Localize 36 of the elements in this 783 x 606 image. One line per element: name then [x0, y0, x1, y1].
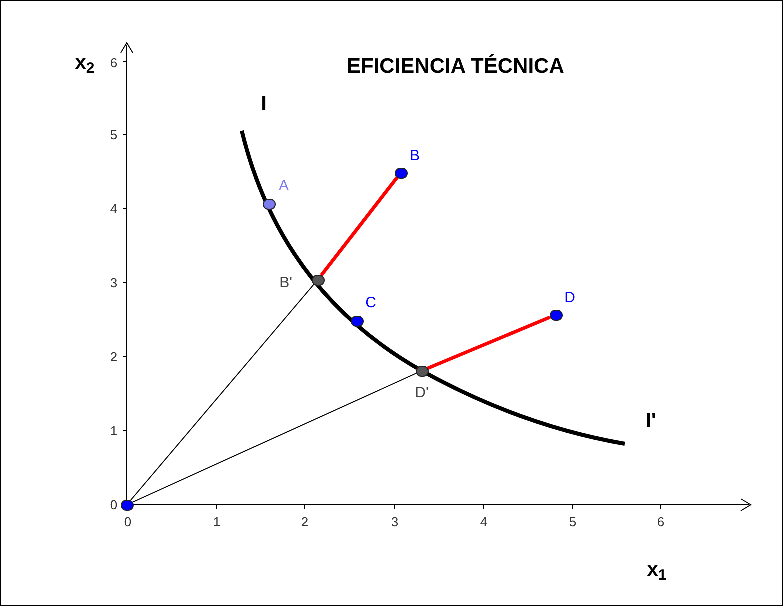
- point-marker: [394, 168, 408, 178]
- line: [130, 284, 315, 502]
- point-marker: [350, 316, 364, 326]
- tick-label: 4: [480, 516, 488, 528]
- tick-label: 3: [391, 516, 399, 528]
- tick-label: 1: [213, 516, 221, 528]
- point-marker: [312, 274, 324, 286]
- tick-label: 0: [110, 498, 118, 512]
- thick-line: [320, 176, 399, 276]
- line: [132, 373, 417, 503]
- tick-label: 2: [110, 350, 118, 364]
- tick-label: 3: [110, 276, 118, 290]
- tick-label: 5: [110, 128, 118, 142]
- tick-label: 5: [569, 516, 577, 528]
- point-marker: [416, 366, 428, 376]
- axis-label: x$_{1}$: [647, 560, 667, 580]
- point-label: B': [280, 276, 292, 290]
- tick-label: 6: [110, 56, 118, 70]
- point-marker: [550, 310, 562, 320]
- point-label: D': [415, 386, 429, 400]
- point-label: D: [564, 290, 576, 306]
- point-label: B: [410, 148, 420, 164]
- curve-label: I: [261, 94, 267, 114]
- curve-label: I': [646, 410, 656, 432]
- tick-label: 4: [110, 202, 118, 216]
- point-label: A: [279, 178, 289, 194]
- tick-label: 6: [657, 516, 665, 528]
- thick-line: [427, 316, 551, 370]
- tick-label: 2: [301, 516, 309, 528]
- chart-title: EFICIENCIA TÉCNICA: [347, 53, 564, 80]
- point-label: C: [366, 296, 376, 310]
- tick-label: 1: [110, 424, 118, 438]
- point-marker: [262, 198, 276, 210]
- tick-label: 0: [124, 516, 132, 528]
- point-marker: [120, 500, 134, 510]
- axis-label: x$_{2}$: [75, 53, 95, 73]
